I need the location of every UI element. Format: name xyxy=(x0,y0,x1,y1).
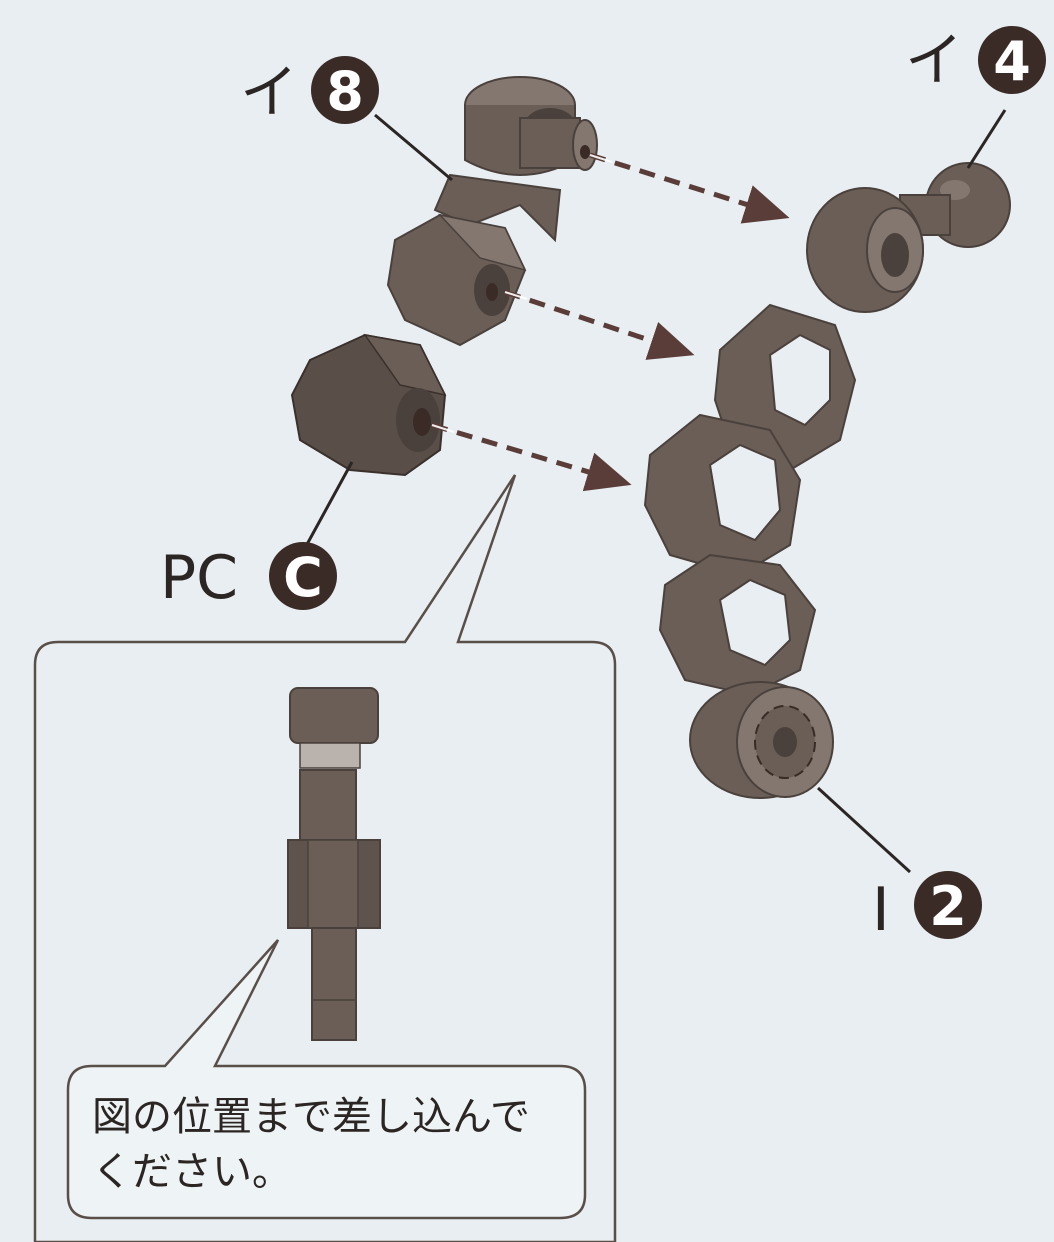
part-pcc-piece xyxy=(290,333,447,477)
label-i4-badge xyxy=(978,26,1046,94)
label-i4-number: 4 xyxy=(993,30,1031,93)
part-l2-piece xyxy=(643,303,857,799)
label-l2-number: 2 xyxy=(929,875,967,938)
arrow-pcc-to-l2 xyxy=(431,422,632,492)
label-pcc-prefix: PC xyxy=(160,543,238,613)
note-bubble: 図の位置まで差し込んで ください。 xyxy=(66,939,587,1220)
insertion-arrows xyxy=(431,152,790,492)
part-i4-piece xyxy=(806,162,1011,313)
label-i8-prefix: イ xyxy=(240,58,298,126)
label-pcc: PC C xyxy=(160,542,337,613)
label-i4-prefix: イ xyxy=(905,26,963,94)
part-i8-piece xyxy=(386,76,598,347)
label-i8: イ 8 xyxy=(240,56,379,126)
label-l2: I 2 xyxy=(872,871,982,945)
label-pcc-number: C xyxy=(283,546,323,609)
label-l2-badge xyxy=(914,871,982,939)
label-i8-number: 8 xyxy=(326,60,364,123)
note-line-1: 図の位置まで差し込んで xyxy=(92,1094,530,1140)
leader-lines xyxy=(303,109,1007,874)
arrow-i8-to-l2 xyxy=(504,289,695,360)
label-i8-badge xyxy=(311,56,379,124)
label-pcc-badge xyxy=(269,542,337,610)
arrow-i8-to-i4 xyxy=(589,152,790,224)
label-l2-prefix: I xyxy=(872,875,890,945)
detail-side-view xyxy=(287,687,381,1041)
label-i4: イ 4 xyxy=(905,26,1046,94)
note-line-2: ください。 xyxy=(92,1149,292,1195)
